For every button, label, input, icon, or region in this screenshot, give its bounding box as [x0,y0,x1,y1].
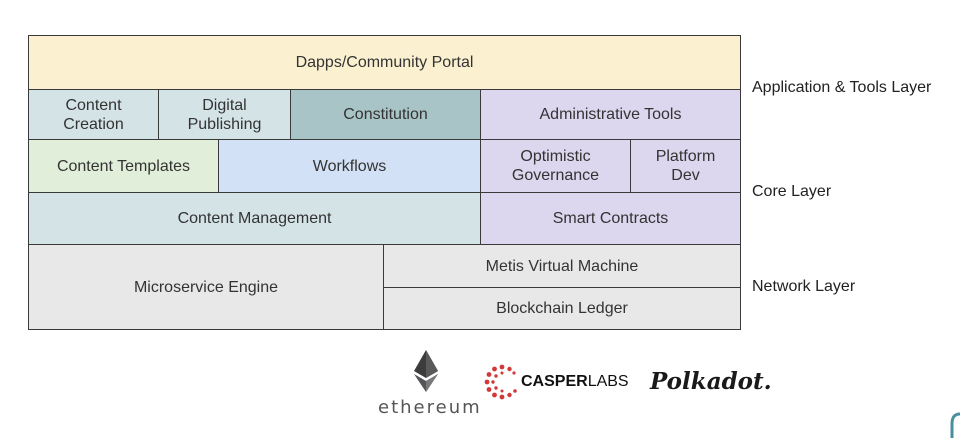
content-templates-block: Content Templates [28,139,219,193]
ethereum-diamond-icon [414,350,438,392]
platform-dev-block: Platform Dev [630,139,741,193]
core-layer-label: Core Layer [752,183,832,200]
digital-publishing-block: Digital Publishing [158,89,291,140]
partial-corner-icon [950,412,960,438]
polkadot-logo: Polkadot. [650,368,772,395]
casper-text: CASPER [521,373,588,390]
constitution-block: Constitution [290,89,481,140]
application-tools-layer-label: Application & Tools Layer [752,79,932,96]
ethereum-wordmark: ethereum [378,397,482,418]
smart-contracts-block: Smart Contracts [480,192,741,245]
workflows-block: Workflows [218,139,481,193]
optimistic-governance-block: Optimistic Governance [480,139,631,193]
network-layer-label: Network Layer [752,278,856,295]
casperlabs-wordmark: CASPERLABS [521,373,629,391]
blockchain-ledger-block: Blockchain Ledger [383,287,741,330]
administrative-tools-block: Administrative Tools [480,89,741,140]
labs-text: LABS [587,373,629,390]
dapps-community-portal-block: Dapps/Community Portal [28,35,741,90]
microservice-engine-block: Microservice Engine [28,244,384,330]
content-management-block: Content Management [28,192,481,245]
metis-virtual-machine-block: Metis Virtual Machine [383,244,741,288]
content-creation-block: Content Creation [28,89,159,140]
casperlabs-c-icon [484,364,517,400]
